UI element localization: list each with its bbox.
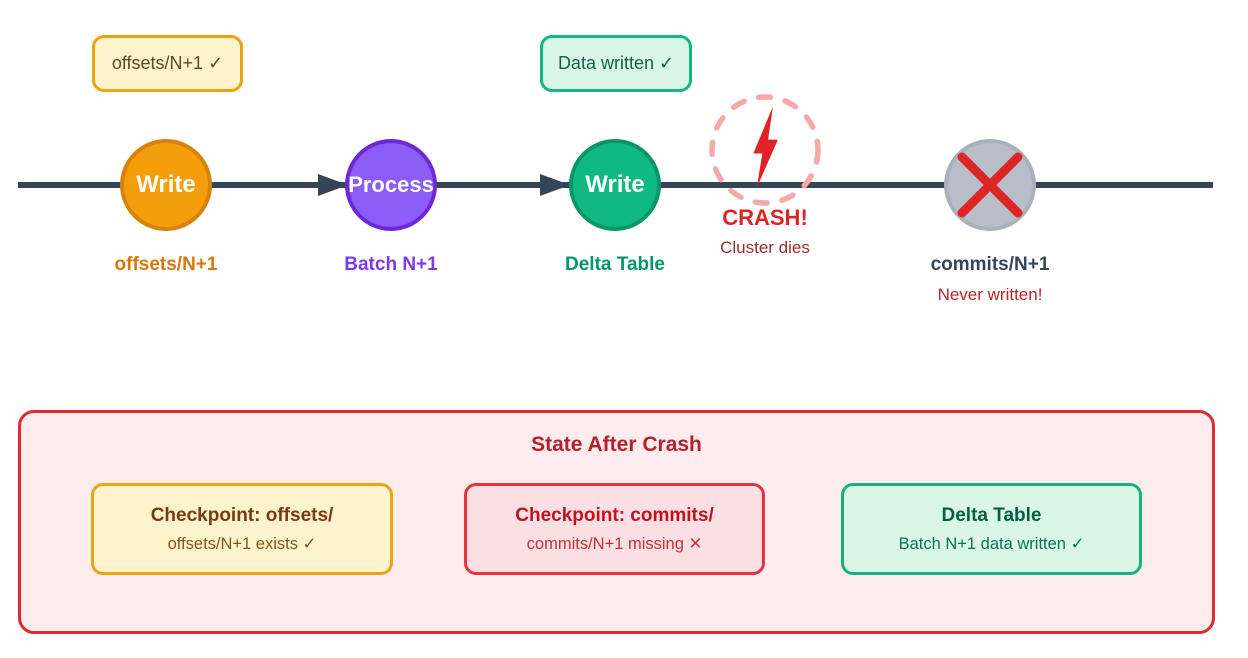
x-mark-icon <box>957 152 1023 218</box>
card-checkpoint-offsets: Checkpoint: offsets/ offsets/N+1 exists … <box>91 483 393 575</box>
card-checkpoint-offsets-subtitle: offsets/N+1 exists ✓ <box>167 534 317 553</box>
arrowhead-icon <box>540 174 570 196</box>
card-checkpoint-commits: Checkpoint: commits/ commits/N+1 missing… <box>464 483 765 575</box>
data-written-badge-label: Data written ✓ <box>557 53 675 73</box>
node-write-offsets-text: Write <box>136 171 196 198</box>
node-commits-missing <box>944 139 1036 231</box>
sublabel-cluster-dies: Cluster dies <box>720 238 810 257</box>
node-write-delta-text: Write <box>585 171 645 198</box>
label-commits: commits/N+1 <box>930 254 1050 275</box>
node-process-batch-text: Process <box>348 172 434 197</box>
label-offsets: offsets/N+1 <box>114 254 218 275</box>
crash-dashed-circle <box>709 94 821 206</box>
node-write-offsets: Write <box>120 139 212 231</box>
card-checkpoint-offsets-title: Checkpoint: offsets/ <box>150 504 334 526</box>
card-delta-table-subtitle: Batch N+1 data written ✓ <box>898 534 1085 553</box>
label-delta-table: Delta Table <box>565 254 665 275</box>
sublabel-never-written: Never written! <box>937 285 1043 304</box>
offsets-written-badge-label: offsets/N+1 ✓ <box>111 53 224 73</box>
offsets-written-badge: offsets/N+1 ✓ <box>92 35 243 92</box>
node-write-delta: Write <box>569 139 661 231</box>
card-checkpoint-commits-title: Checkpoint: commits/ <box>515 504 714 526</box>
label-crash: CRASH! <box>722 205 808 230</box>
card-delta-table-title: Delta Table <box>941 504 1042 526</box>
card-delta-table: Delta Table Batch N+1 data written ✓ <box>841 483 1142 575</box>
arrowhead-icon <box>318 174 348 196</box>
card-checkpoint-commits-subtitle: commits/N+1 missing ✕ <box>526 534 703 553</box>
lightning-bolt-icon <box>753 106 778 188</box>
node-process-batch: Process <box>345 139 437 231</box>
data-written-badge: Data written ✓ <box>540 35 692 92</box>
panel-title: State After Crash <box>531 433 702 456</box>
label-batch: Batch N+1 <box>344 254 438 275</box>
